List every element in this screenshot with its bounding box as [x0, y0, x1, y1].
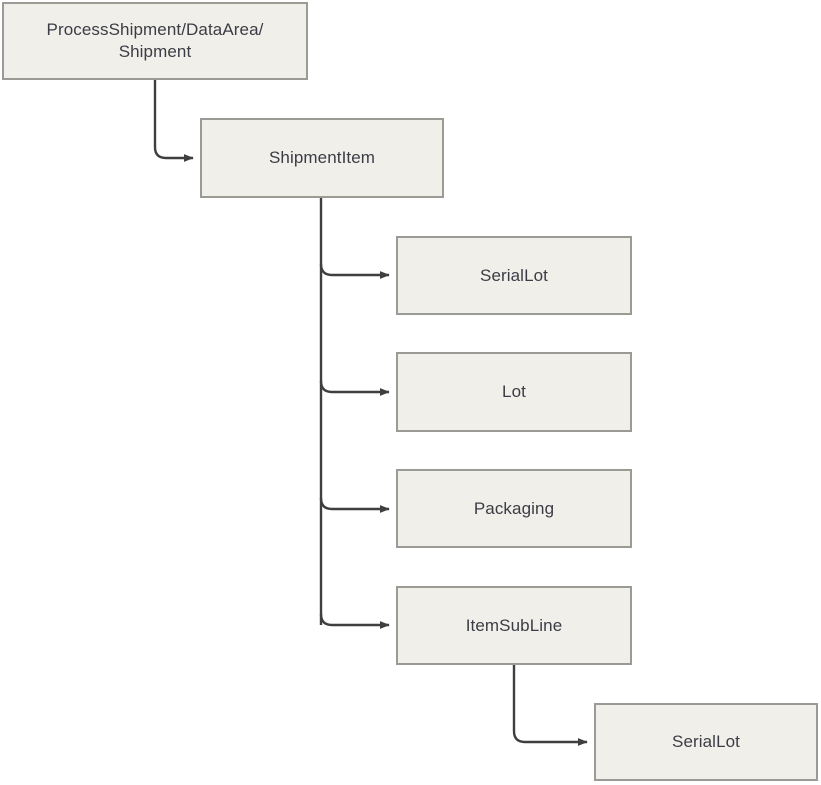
- node-label: SerialLot: [480, 265, 548, 285]
- node-packaging[interactable]: Packaging: [396, 469, 632, 548]
- node-process-shipment-dataarea-shipment[interactable]: ProcessShipment/DataArea/ Shipment: [2, 2, 308, 80]
- node-serial-lot-2[interactable]: SerialLot: [594, 703, 818, 781]
- node-label: ProcessShipment/DataArea/ Shipment: [46, 20, 264, 61]
- edge-shipment-item-to-item-sub-line: [319, 613, 390, 629]
- node-label: Lot: [502, 382, 526, 402]
- edge-item-sub-line-to-serial-lot-2: [512, 665, 588, 746]
- node-serial-lot-1[interactable]: SerialLot: [396, 236, 632, 315]
- edge-shipment-item-to-packaging: [319, 497, 390, 513]
- node-item-sub-line[interactable]: ItemSubLine: [396, 586, 632, 665]
- node-label: ItemSubLine: [465, 615, 563, 635]
- edge-shipment-item-to-lot: [319, 380, 390, 396]
- node-label: Packaging: [473, 498, 555, 518]
- node-label: SerialLot: [672, 732, 740, 752]
- node-shipment-item[interactable]: ShipmentItem: [200, 118, 444, 198]
- edge-root-to-shipment-item: [153, 80, 194, 162]
- edge-shipment-item-to-serial-lot-1: [319, 263, 390, 279]
- node-lot[interactable]: Lot: [396, 352, 632, 432]
- node-label: ShipmentItem: [268, 148, 376, 168]
